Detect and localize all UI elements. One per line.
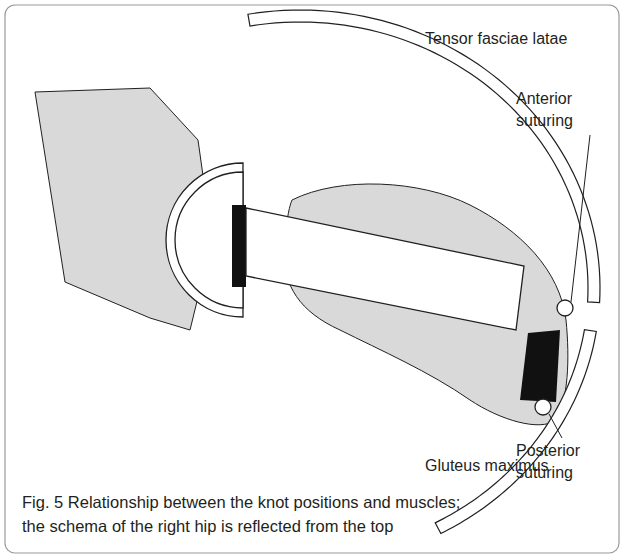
muscle-label: Anterior suturing xyxy=(516,88,596,132)
muscle-strip xyxy=(248,10,600,303)
suture-knot xyxy=(557,300,573,316)
figure-caption: Fig. 5 Relationship between the knot pos… xyxy=(22,490,462,538)
suture-knot xyxy=(535,399,551,415)
acetabular-cup xyxy=(166,163,243,317)
neck-collar xyxy=(232,205,246,287)
muscle-label: Gluteus maximus xyxy=(425,455,549,477)
trochanter-fragment xyxy=(520,330,560,402)
figure-frame xyxy=(5,5,619,553)
femoral-stem xyxy=(246,208,524,330)
leader-line xyxy=(549,414,562,438)
muscle-label: Tensor fasciae latae xyxy=(425,28,567,50)
muscle-band xyxy=(248,10,600,533)
leader-line xyxy=(571,135,590,302)
